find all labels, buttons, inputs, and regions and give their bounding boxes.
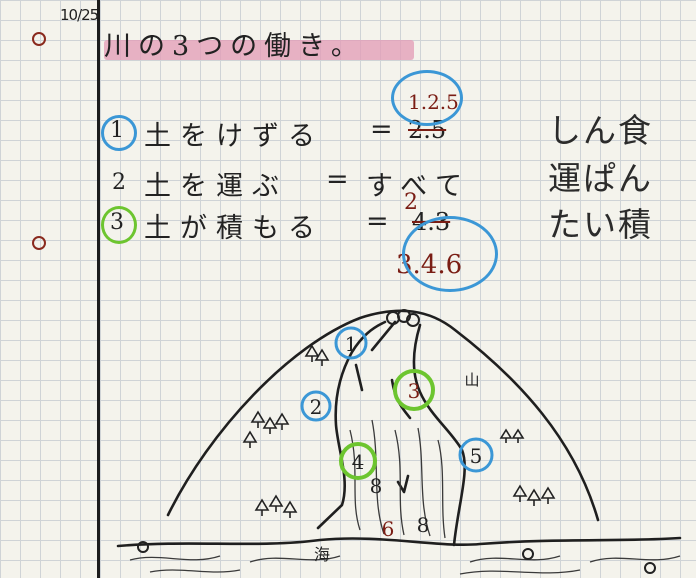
mountain-outline [166,309,600,522]
diagram-point-6: 6 [382,517,395,541]
riverbank-right [412,323,466,547]
tree-icons [242,344,556,518]
margin-line [97,0,100,578]
diagram-point-3: 3 [408,379,421,403]
term-deposition: たい積 [548,205,653,244]
term-transport: 運ぱん [548,159,653,198]
date: 10/25 [60,6,99,24]
sea-label: 海 [314,545,330,564]
item-2-equals: = [326,164,358,195]
diagram-point-2: 2 [310,395,323,419]
diagram-point-8: 8 [370,474,383,498]
green-circle-marker [101,206,137,244]
diagram-point-1: 1 [345,332,358,356]
blue-circle-marker [101,115,137,151]
item-3-number: 3 [110,210,124,235]
item-3-text: 土が積もる [144,213,324,244]
item-2-number: 2 [112,170,126,195]
item-1-text: 土をけずる [144,121,324,152]
term-erosion: しん食 [548,111,653,150]
mountain-label: 山 [464,371,479,389]
blue-circle-marker [402,216,498,292]
page-title: 川の3つの働き。 [104,24,414,63]
item-2-answer: すべて [366,171,472,202]
title-highlight [104,40,414,60]
title-text: 川の3つの働き。 [104,31,365,62]
diagram-point-8b: 8 [417,513,430,537]
item-3-equals: = [366,206,398,237]
item-3-struck-over: 2 [404,190,418,215]
binder-hole-icon [32,236,46,250]
blue-circle-marker [391,70,463,126]
item-2-text: 土を運ぶ [144,171,288,202]
diagram-point-4: 4 [352,450,365,474]
item-1-number: 1 [110,118,124,143]
binder-hole-icon [32,32,46,46]
diagram-point-5: 5 [470,444,483,468]
item-1-equals: = [370,114,402,145]
